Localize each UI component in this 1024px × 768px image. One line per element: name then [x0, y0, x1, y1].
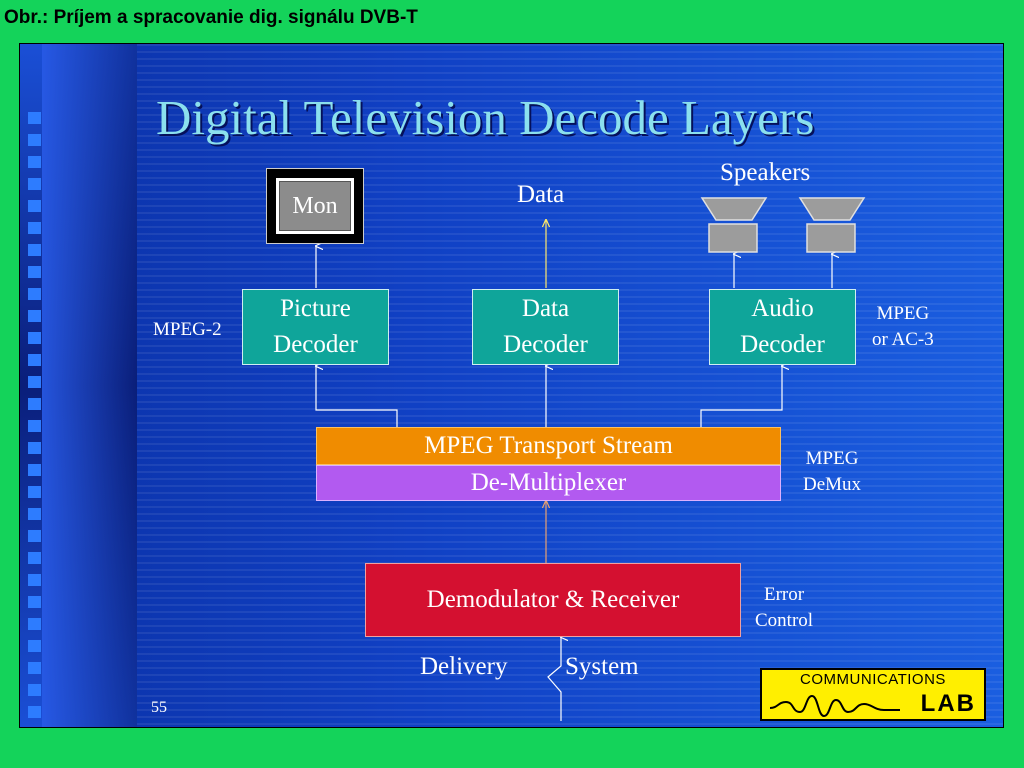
sidebar-square — [28, 618, 41, 630]
mpeg-ac3-label-line2: or AC-3 — [872, 329, 934, 350]
sidebar-square — [28, 706, 41, 718]
sidebar-square — [28, 398, 41, 410]
sidebar-square — [28, 244, 41, 256]
sidebar-square — [28, 376, 41, 388]
mpeg-ac3-label-line1: MPEG — [876, 303, 930, 324]
sidebar-square — [28, 464, 41, 476]
picture-decoder-line1: Picture — [280, 295, 351, 322]
speaker-icon — [700, 197, 768, 253]
connection-arrows — [20, 44, 1004, 721]
sidebar-square — [28, 640, 41, 652]
sidebar-square — [28, 596, 41, 608]
sidebar-square — [28, 530, 41, 542]
data-output-label: Data — [517, 181, 565, 208]
slide: Digital Television Decode Layers — [19, 43, 1004, 728]
sidebar-square — [28, 486, 41, 498]
sidebar-square — [28, 574, 41, 586]
picture-decoder-line2: Decoder — [273, 331, 358, 358]
sidebar-square — [28, 178, 41, 190]
error-control-label-line1: Error — [763, 584, 805, 605]
sidebar-square — [28, 134, 41, 146]
logo-line1: COMMUNICATIONS — [800, 671, 946, 688]
sidebar-square — [28, 310, 41, 322]
transport-stream-box: MPEG Transport Stream — [316, 427, 781, 465]
audio-decoder-line2: Decoder — [740, 331, 825, 358]
error-control-label-line2: Control — [755, 610, 814, 631]
mpeg-demux-label-line2: DeMux — [803, 474, 862, 495]
slide-title: Digital Television Decode Layers — [156, 90, 815, 145]
system-label: System — [565, 653, 639, 680]
monitor-icon: Mon — [266, 168, 364, 244]
speakers-label: Speakers — [720, 159, 811, 186]
sidebar-square — [28, 222, 41, 234]
sidebar-square — [28, 508, 41, 520]
speaker-icon — [798, 197, 866, 253]
mpeg-demux-label: MPEG DeMux — [803, 446, 861, 498]
delivery-label: Delivery — [420, 653, 508, 680]
monitor-label: Mon — [292, 192, 338, 219]
data-decoder-line1: Data — [521, 295, 570, 322]
sidebar-square — [28, 332, 41, 344]
communications-lab-logo: COMMUNICATIONS LAB — [760, 668, 986, 721]
sidebar-square — [28, 112, 41, 124]
mpeg-ac3-label: MPEG or AC-3 — [872, 301, 934, 353]
sidebar-square — [28, 288, 41, 300]
logo-line2: LAB — [920, 690, 976, 717]
sidebar-square — [28, 662, 41, 674]
sidebar-square — [28, 420, 41, 432]
audio-decoder-line1: Audio — [751, 295, 814, 322]
page-number: 55 — [151, 699, 167, 716]
mpeg-demux-label-line1: MPEG — [805, 448, 859, 469]
sidebar-square — [28, 442, 41, 454]
sidebar-square — [28, 156, 41, 168]
error-control-label: Error Control — [755, 582, 813, 634]
mpeg2-label: MPEG-2 — [153, 319, 222, 340]
demodulator-receiver-box: Demodulator & Receiver — [365, 563, 741, 637]
demultiplexer-box: De-Multiplexer — [316, 465, 781, 501]
sidebar-square — [28, 200, 41, 212]
sidebar-decoration — [20, 44, 137, 727]
data-decoder-line2: Decoder — [503, 331, 588, 358]
sidebar-square — [28, 684, 41, 696]
sidebar-square — [28, 552, 41, 564]
figure-caption: Obr.: Príjem a spracovanie dig. signálu … — [4, 7, 418, 28]
sidebar-square — [28, 354, 41, 366]
signal-wave-icon — [770, 694, 900, 718]
sidebar-square — [28, 266, 41, 278]
